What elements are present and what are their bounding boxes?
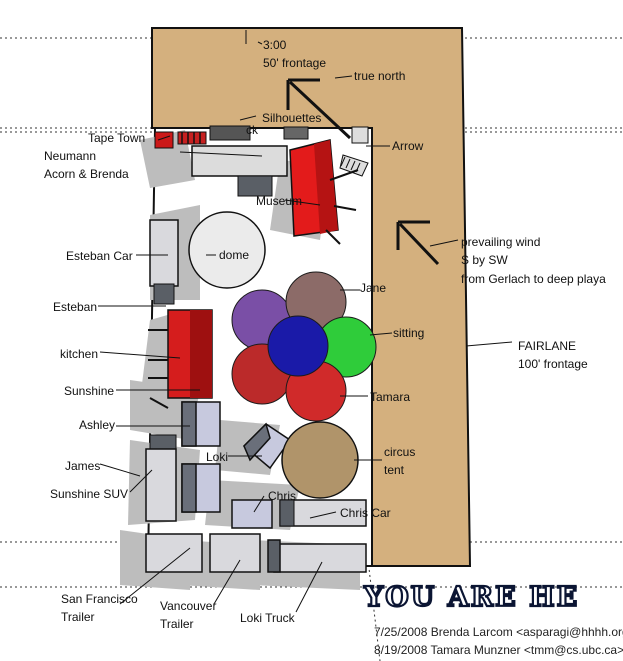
- vancouver-trailer-label: Vancouver: [160, 599, 216, 613]
- chris-car-label: Chris Car: [340, 506, 391, 520]
- wind-line-2: S by SW: [461, 253, 508, 267]
- esteban-car: [149, 219, 179, 305]
- kitchen-label: kitchen: [60, 347, 98, 361]
- museum-label: Museum: [256, 194, 302, 208]
- north-arrow: [286, 78, 352, 140]
- kitchen-structure: [148, 309, 213, 409]
- dome-label: dome: [219, 248, 249, 262]
- chris-label: Chris: [268, 489, 296, 503]
- esteban-car-label: Esteban Car: [66, 249, 133, 263]
- wind-line-3: from Gerlach to deep playa: [461, 272, 606, 286]
- partial-label: ck: [246, 123, 259, 137]
- frontage-width: 50' frontage: [263, 56, 326, 70]
- loki-truck-label: Loki Truck: [240, 611, 296, 625]
- loki-label: Loki: [206, 450, 228, 464]
- museum-structure: [289, 139, 359, 245]
- sf-trailer-label: San Francisco: [61, 592, 138, 606]
- street-frontage: 100' frontage: [518, 357, 588, 371]
- tent-label: tent: [384, 463, 405, 477]
- street-name: FAIRLANE: [518, 339, 576, 353]
- arrow-label: Arrow: [392, 139, 424, 153]
- chris-vehicle: [231, 499, 273, 529]
- chris-car: [279, 499, 367, 527]
- credit-line-2: 8/19/2008 Tamara Munzner <tmm@cs.ubc.ca>: [374, 643, 623, 657]
- you-are-here-banner: YOU ARE HE: [363, 582, 579, 613]
- vancouver-trailer-label-2: Trailer: [160, 617, 194, 631]
- james-label: James: [65, 459, 100, 473]
- arrow-grate: [339, 126, 369, 177]
- leader-lines: [98, 30, 513, 613]
- true-north-label: true north: [354, 69, 405, 83]
- neumann-trailer: [191, 145, 288, 197]
- circus-tent: [281, 421, 359, 499]
- wind-line-1: prevailing wind: [461, 235, 540, 249]
- sunshine-suv-label: Sunshine SUV: [50, 487, 128, 501]
- sitting-label: sitting: [393, 326, 424, 340]
- tamara-label: Tamara: [370, 390, 410, 404]
- trailers: [145, 533, 367, 573]
- sunshine-suv: [145, 434, 177, 522]
- tape-town: [154, 125, 309, 149]
- ashley-label: Ashley: [79, 418, 115, 432]
- sf-trailer-label-2: Trailer: [61, 610, 95, 624]
- frontage-time: 3:00: [263, 38, 287, 52]
- tape-town-label: Tape Town: [88, 131, 145, 145]
- sunshine-label: Sunshine: [64, 384, 114, 398]
- jane-label: Jane: [360, 281, 386, 295]
- circus-label: circus: [384, 445, 415, 459]
- esteban-label: Esteban: [53, 300, 97, 314]
- geodesic-domes: [231, 271, 377, 422]
- neumann-label: Neumann: [44, 149, 96, 163]
- cubes: [181, 401, 292, 513]
- acorn-brenda-label: Acorn & Brenda: [44, 167, 129, 181]
- credit-line-1: 7/25/2008 Brenda Larcom <asparagi@hhhh.o…: [374, 625, 623, 639]
- wind-arrow: [396, 220, 440, 266]
- silhouettes-label: Silhouettes: [262, 111, 321, 125]
- dome-structure: [188, 211, 266, 289]
